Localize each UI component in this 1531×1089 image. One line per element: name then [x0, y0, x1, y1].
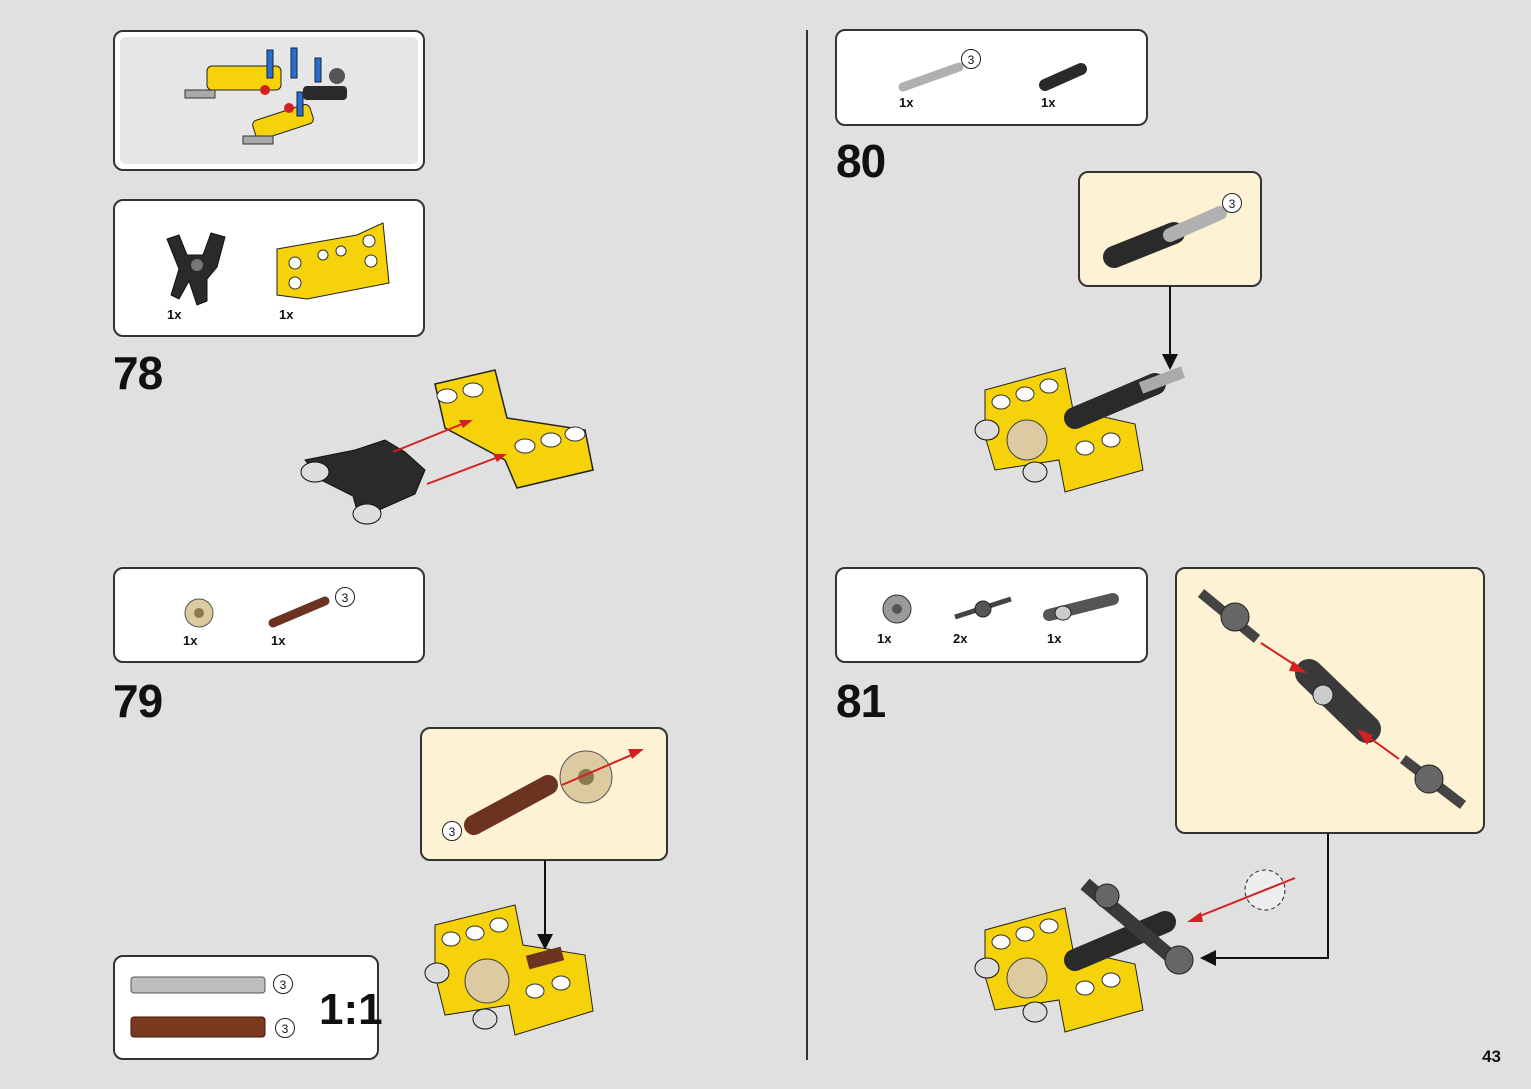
step-78-assembly-image [295, 360, 615, 540]
step-79-assembly-image [415, 895, 605, 1045]
part-quantity: 1x [1047, 631, 1061, 646]
callout-arrow [1160, 286, 1180, 370]
part-quantity: 2x [953, 631, 967, 646]
grey-axle-scale-image [129, 975, 269, 995]
step-79-parts-box: 1x 3 1x [113, 567, 425, 663]
part-quantity: 1x [183, 633, 197, 648]
grey-axle-part-image [897, 57, 967, 97]
dark-connector-part-image [949, 589, 1019, 629]
part-quantity: 1x [167, 307, 181, 322]
part-quantity: 1x [877, 631, 891, 646]
step-81-assembly-image [965, 860, 1305, 1040]
axle-length-badge: 3 [275, 1018, 295, 1038]
page-number: 43 [1482, 1047, 1501, 1067]
axle-length-badge: 3 [961, 49, 981, 69]
step-number: 80 [836, 134, 885, 188]
grey-cross-connector-part-image [1043, 589, 1123, 629]
step-80-parts-box: 3 1x 1x [835, 29, 1148, 126]
step-number: 81 [836, 674, 885, 728]
preview-model-image [115, 32, 427, 173]
yellow-beam-part-image [273, 215, 393, 305]
step-78-parts-box: 1x 1x [113, 199, 425, 337]
black-connector-part-image [1037, 57, 1097, 97]
step-number: 79 [113, 674, 162, 728]
step-80-callout: 3 [1078, 171, 1262, 287]
brown-axle-part-image [265, 591, 335, 631]
cross-connector-subassembly-image [1177, 569, 1487, 836]
axle-length-badge: 3 [442, 821, 462, 841]
tan-gear-part-image [179, 593, 219, 633]
preview-box [113, 30, 425, 171]
axle-length-badge: 3 [1222, 193, 1242, 213]
step-81-parts-box: 1x 2x 1x [835, 567, 1148, 663]
step-number: 78 [113, 346, 162, 400]
axle-length-badge: 3 [273, 974, 293, 994]
brown-axle-scale-image [129, 1015, 269, 1039]
axle-gear-subassembly-image [422, 729, 670, 863]
part-quantity: 1x [271, 633, 285, 648]
step-81-callout [1175, 567, 1485, 834]
black-bracket-part-image [159, 219, 239, 309]
grey-gear-part-image [877, 589, 917, 629]
step-80-assembly-image [965, 360, 1195, 500]
part-quantity: 1x [279, 307, 293, 322]
step-79-callout: 3 [420, 727, 668, 861]
axle-length-badge: 3 [335, 587, 355, 607]
part-quantity: 1x [1041, 95, 1055, 110]
scale-guide-box: 3 3 1:1 [113, 955, 379, 1060]
connector-axle-subassembly-image [1080, 173, 1264, 289]
scale-ratio: 1:1 [319, 985, 383, 1035]
part-quantity: 1x [899, 95, 913, 110]
page-divider [806, 30, 808, 1060]
